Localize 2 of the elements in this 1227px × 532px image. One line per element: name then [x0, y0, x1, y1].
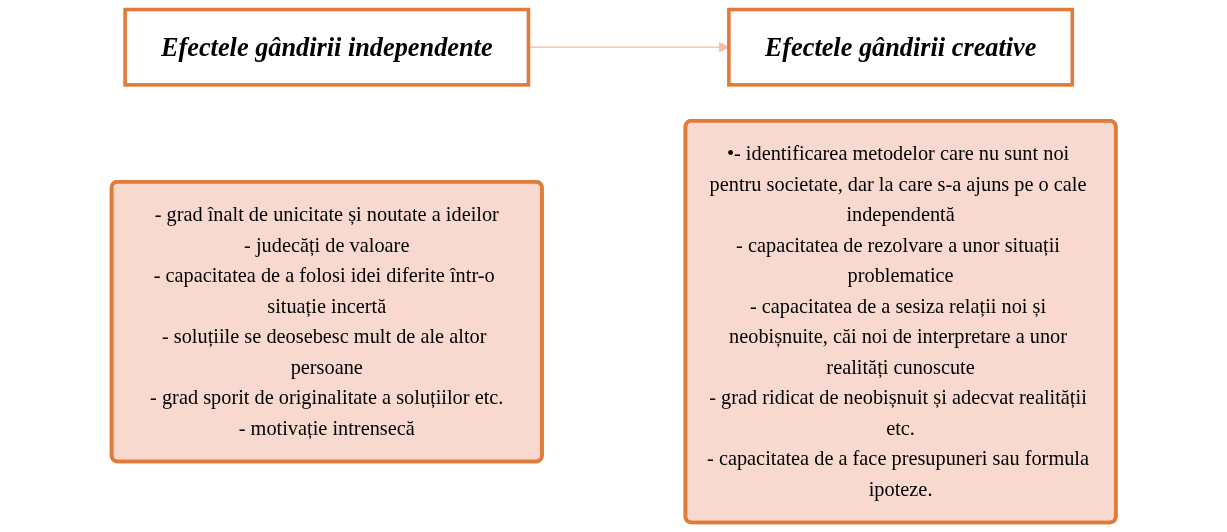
- node-box: Efectele gândirii creative: [726, 7, 1074, 87]
- node-box: Efectele gândirii independente: [123, 7, 531, 87]
